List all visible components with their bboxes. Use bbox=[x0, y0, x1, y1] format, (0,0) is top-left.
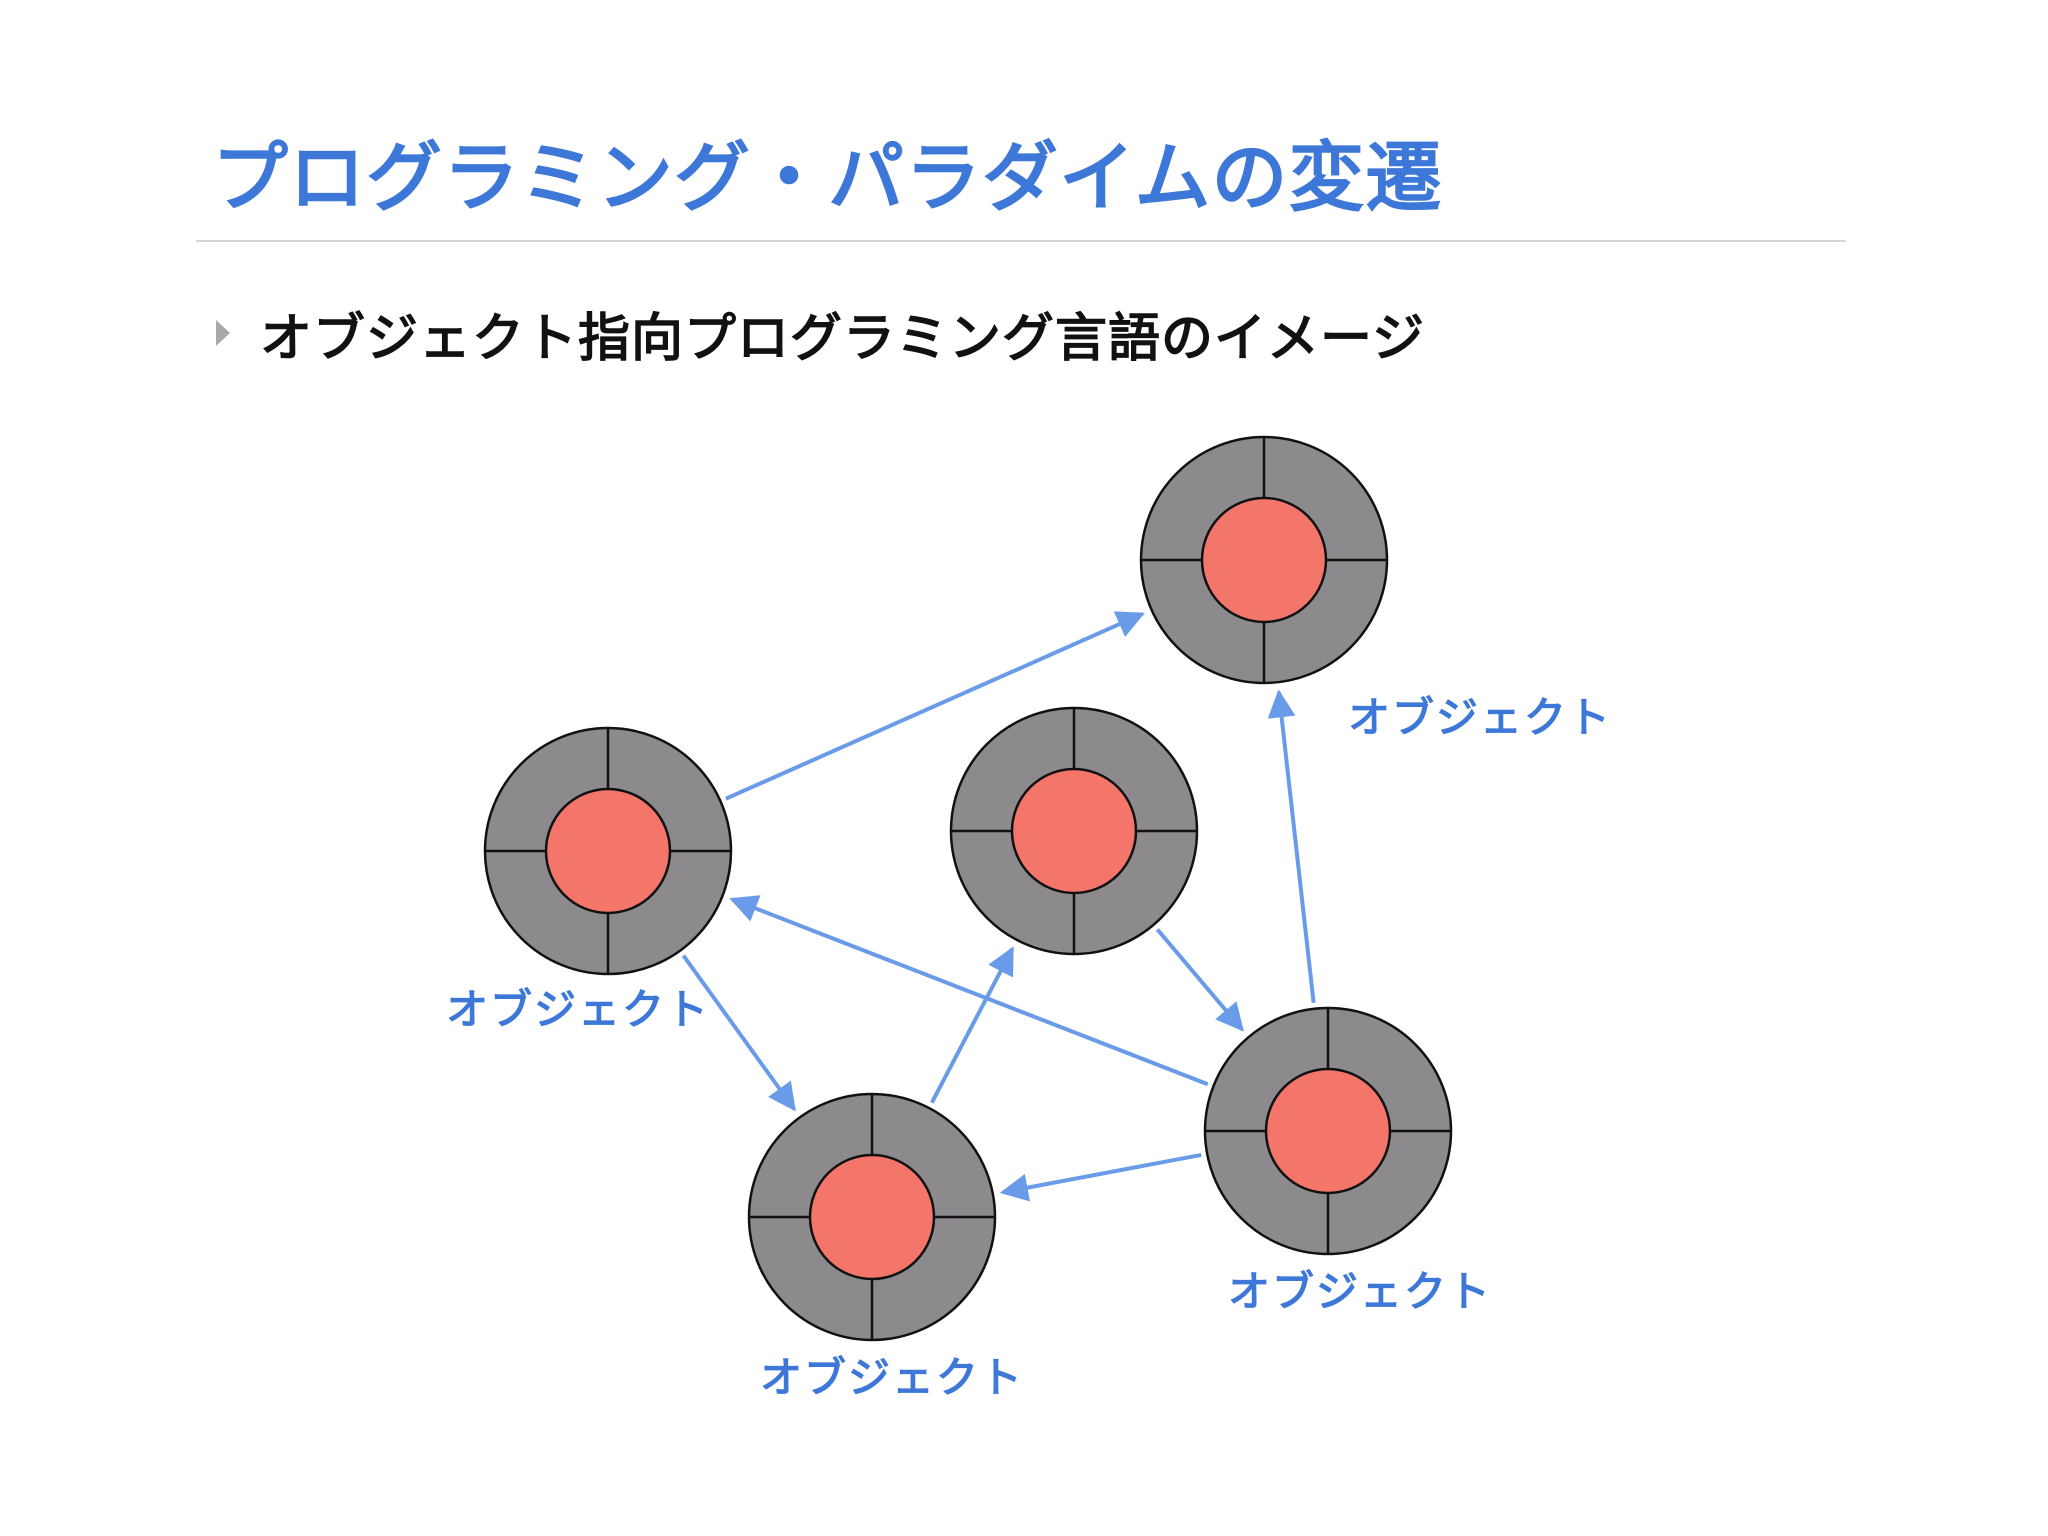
object-label: オブジェクト bbox=[1228, 1267, 1492, 1316]
arrows-layer bbox=[681, 611, 1316, 1202]
object-circle-icon bbox=[949, 706, 1199, 956]
arrow-bottom-left-to-center bbox=[930, 946, 1015, 1104]
object-label: オブジェクト bbox=[1348, 693, 1612, 742]
bullet-text: オブジェクト指向プログラミング言語のイメージ bbox=[260, 308, 1425, 369]
object-circle-icon bbox=[747, 1092, 997, 1342]
slide-title: プログラミング・パラダイムの変遷 bbox=[212, 133, 1443, 222]
arrow-left-to-bottom-left bbox=[681, 954, 796, 1112]
object-circle-icon bbox=[1139, 435, 1389, 685]
arrow-bottom-right-to-top-right bbox=[1267, 689, 1316, 1004]
arrow-bottom-right-to-bottom-left bbox=[999, 1152, 1202, 1202]
triangle-right-icon bbox=[216, 320, 230, 346]
object-circle-icon bbox=[1203, 1006, 1453, 1256]
object-label: オブジェクト bbox=[760, 1353, 1024, 1402]
object-circle-icon bbox=[483, 726, 733, 976]
bullet-item: オブジェクト指向プログラミング言語のイメージ bbox=[216, 298, 1425, 369]
arrow-center-to-bottom-right bbox=[1155, 928, 1244, 1032]
objects-layer bbox=[483, 435, 1453, 1342]
arrow-bottom-right-to-left bbox=[729, 895, 1209, 1087]
title-divider bbox=[196, 240, 1846, 242]
object-label: オブジェクト bbox=[446, 985, 710, 1034]
arrow-left-to-top-right bbox=[725, 611, 1145, 801]
